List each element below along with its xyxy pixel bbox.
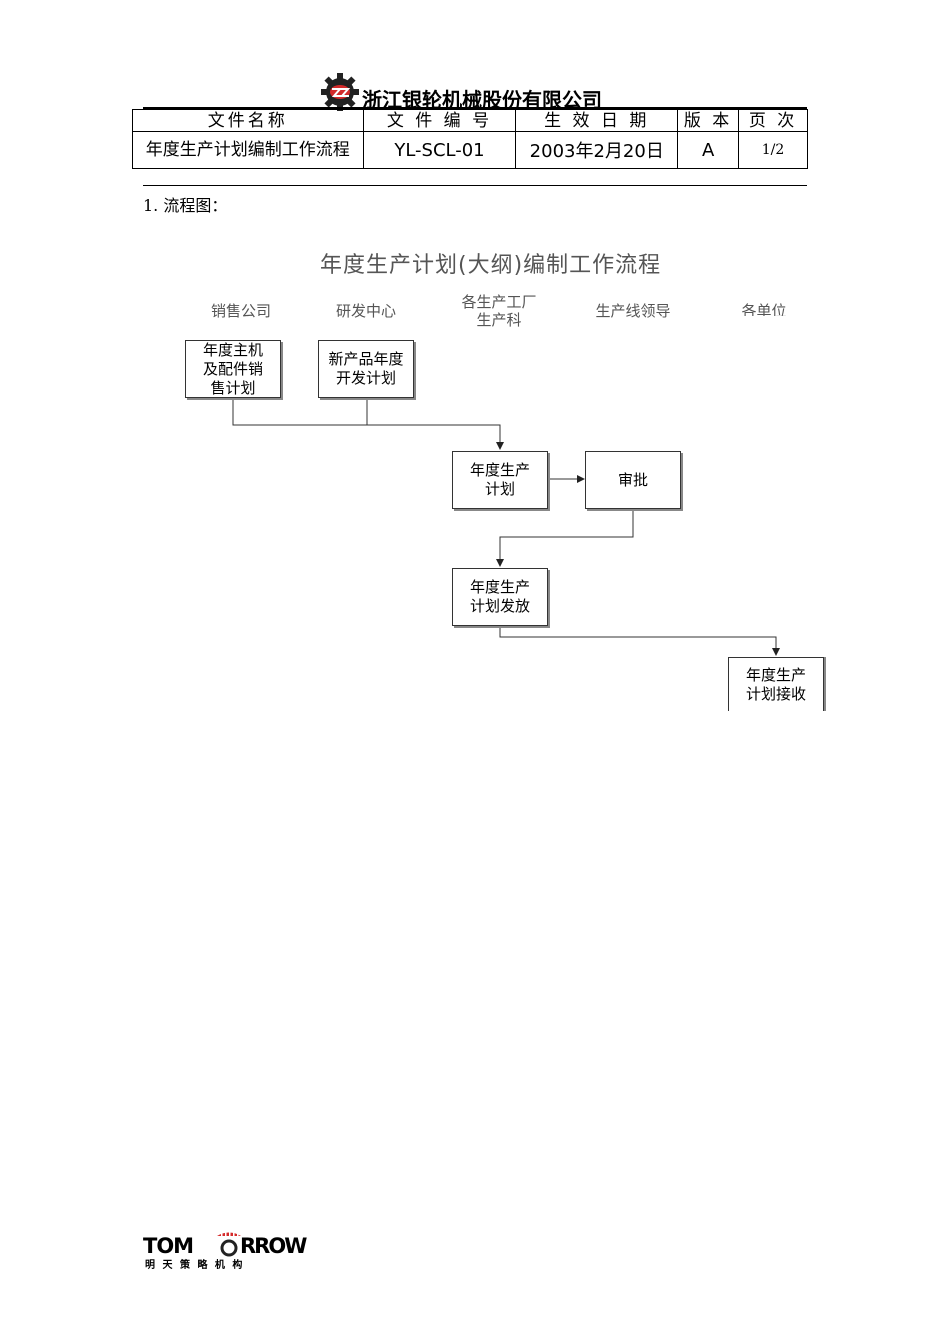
box-approval-label: 审批 xyxy=(617,470,648,489)
tomorrow-logo-right-text: RROW xyxy=(240,1234,307,1258)
meta-header-row: 文件名称 文 件 编 号 生 效 日 期 版 本 页 次 xyxy=(132,109,808,132)
meta-effective-date: 2003年2月20日 xyxy=(515,131,679,169)
flowchart-title: 年度生产计划(大纲)编制工作流程 xyxy=(320,253,662,278)
lane-sales: 销售公司 xyxy=(210,302,271,320)
header-rule xyxy=(143,107,807,109)
document-meta-table: 文件名称 文 件 编 号 生 效 日 期 版 本 页 次 年度生产计划编制工作流… xyxy=(132,109,808,169)
tomorrow-logo: TOM RROW 明 天 策 略 机 构 xyxy=(143,1210,307,1272)
meta-doc-number: YL-SCL-01 xyxy=(362,131,517,169)
box-plan-receive: 年度生产计划接收 xyxy=(728,657,824,711)
lane-factories: 各生产工厂生产科 xyxy=(461,293,537,329)
lane-line-leaders: 生产线领导 xyxy=(595,302,671,320)
box-production-plan: 年度生产计划 xyxy=(452,451,548,509)
box-plan-receive-label: 年度生产计划接收 xyxy=(745,666,806,703)
meta-header-doc-number: 文 件 编 号 xyxy=(362,109,517,132)
box-new-product-plan: 新产品年度开发计划 xyxy=(318,340,414,398)
box-approval: 审批 xyxy=(585,451,681,509)
lane-units: 各单位 xyxy=(741,302,787,316)
meta-header-effective-date: 生 效 日 期 xyxy=(515,109,679,132)
tomorrow-logo-icon xyxy=(217,1215,241,1257)
section-divider xyxy=(143,185,807,186)
box-plan-release-label: 年度生产计划发放 xyxy=(469,578,530,615)
tomorrow-logo-caption: 明 天 策 略 机 构 xyxy=(145,1260,245,1271)
box-new-product-plan-label: 新产品年度开发计划 xyxy=(328,350,404,387)
box-plan-release: 年度生产计划发放 xyxy=(452,568,548,626)
meta-version: A xyxy=(677,131,740,169)
box-sales-plan-label: 年度主机及配件销售计划 xyxy=(202,340,263,397)
box-production-plan-label: 年度生产计划 xyxy=(469,461,530,498)
lane-rnd: 研发中心 xyxy=(335,302,396,320)
connector-release-to-receive xyxy=(499,626,780,656)
tomorrow-logo-left-text: TOM xyxy=(143,1234,194,1258)
connector-approval-to-release xyxy=(496,509,634,567)
box-sales-plan: 年度主机及配件销售计划 xyxy=(185,340,281,398)
meta-page: 1/2 xyxy=(738,131,808,169)
meta-value-row: 年度生产计划编制工作流程 YL-SCL-01 2003年2月20日 A 1/2 xyxy=(132,131,808,169)
section-heading: 1. 流程图： xyxy=(143,196,228,215)
